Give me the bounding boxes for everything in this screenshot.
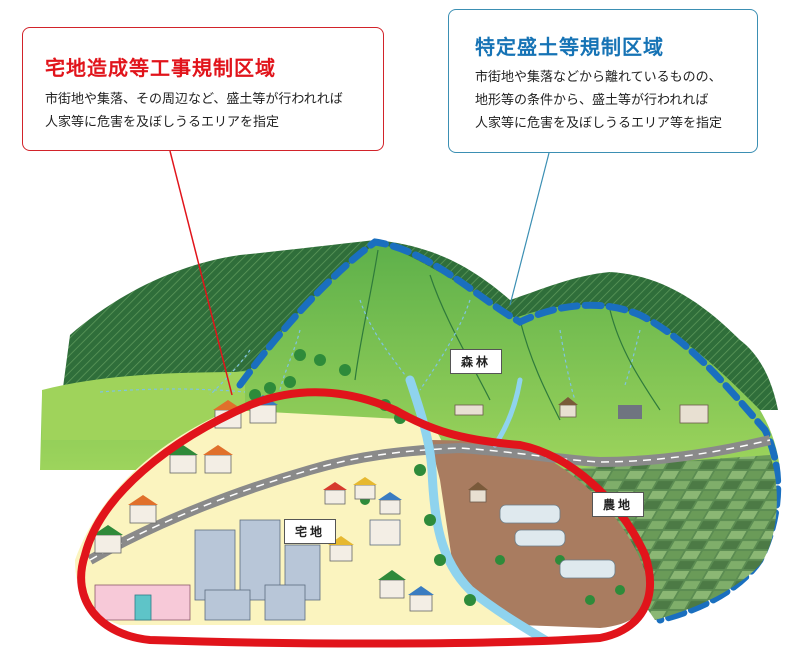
residential-label: 宅地 <box>284 519 337 544</box>
forest-label: 森林 <box>450 349 503 374</box>
specified-zone-title: 特定盛土等規制区域 <box>475 35 664 59</box>
specified-zone-callout: 特定盛土等規制区域 市街地や集落などから離れているものの、 地形等の条件から、盛… <box>448 9 758 153</box>
left-plains <box>42 372 245 440</box>
specified-zone-line: 地形等の条件から、盛土等が行われれば <box>475 93 709 108</box>
specified-zone-line: 市街地や集落などから離れているものの、 <box>475 70 722 85</box>
specified-callout-leader <box>509 152 550 306</box>
residential-zone-line: 市街地や集落、その周辺など、盛土等が行われれば <box>45 92 343 107</box>
residential-zone-line: 人家等に危害を及ぼしうるエリアを指定 <box>45 115 280 130</box>
main-road-centerline <box>89 439 771 561</box>
farmland-label: 農地 <box>592 492 645 517</box>
barn-cluster <box>454 397 709 503</box>
streams <box>99 299 641 401</box>
residential-zone-callout: 宅地造成等工事規制区域 市街地や集落、その周辺など、盛土等が行われれば 人家等に… <box>22 27 384 151</box>
residential-zone-title: 宅地造成等工事規制区域 <box>45 56 276 80</box>
greenhouses <box>499 504 616 579</box>
apartment-blocks <box>194 519 401 621</box>
residential-zone-description: 市街地や集落、その周辺など、盛土等が行われれば 人家等に危害を及ぼしうるエリアを… <box>45 88 343 134</box>
ridge-lines <box>354 249 661 421</box>
public-facility <box>94 584 191 621</box>
residential-callout-leader <box>169 150 233 396</box>
specified-zone-description: 市街地や集落などから離れているものの、 地形等の条件から、盛土等が行われれば 人… <box>475 66 722 135</box>
specified-zone-line: 人家等に危害を及ぼしうるエリア等を指定 <box>475 116 723 131</box>
